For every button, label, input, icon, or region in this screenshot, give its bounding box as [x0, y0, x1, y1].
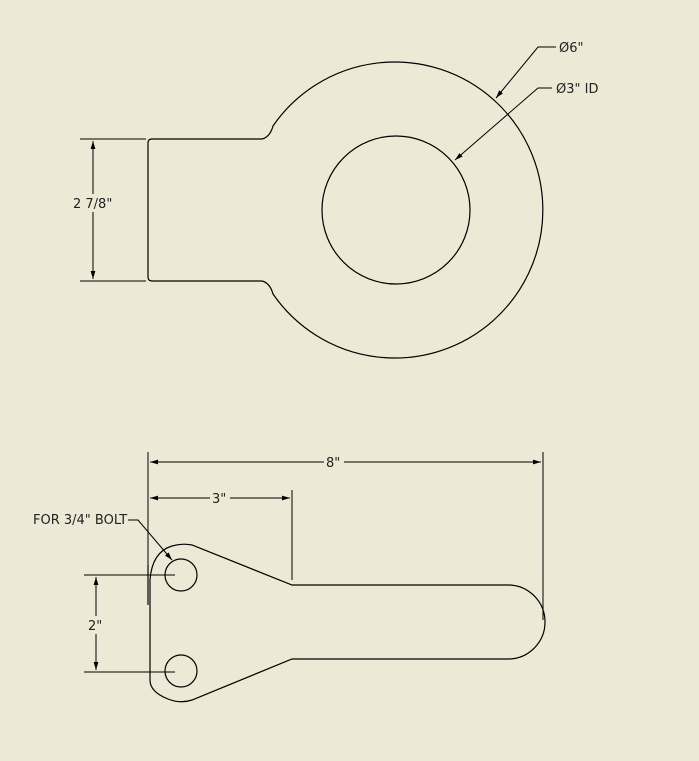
dim-hole-spacing-label: 2" — [88, 619, 102, 634]
inner-bore-circle — [321, 135, 471, 285]
dim-width-label: 2 7/8" — [73, 197, 112, 212]
bolt-hole-lower — [164, 654, 198, 688]
hole-note-label: FOR 3/4" BOLT — [33, 513, 127, 528]
side-view: 8" 3" 2" FOR 3/4" BOLT — [33, 452, 546, 703]
inner-diameter-label: Ø3" ID — [556, 82, 598, 97]
leader-outer-diameter — [495, 46, 556, 99]
top-view: 2 7/8" Ø6" Ø3" ID — [70, 41, 598, 359]
top-view-outline — [147, 61, 544, 359]
dim-overall-label: 8" — [326, 456, 340, 471]
side-view-outline — [149, 543, 546, 703]
leader-hole-note — [128, 519, 173, 561]
dim-offset-label: 3" — [212, 492, 226, 507]
leader-inner-diameter — [454, 87, 552, 161]
outer-diameter-label: Ø6" — [559, 41, 583, 56]
